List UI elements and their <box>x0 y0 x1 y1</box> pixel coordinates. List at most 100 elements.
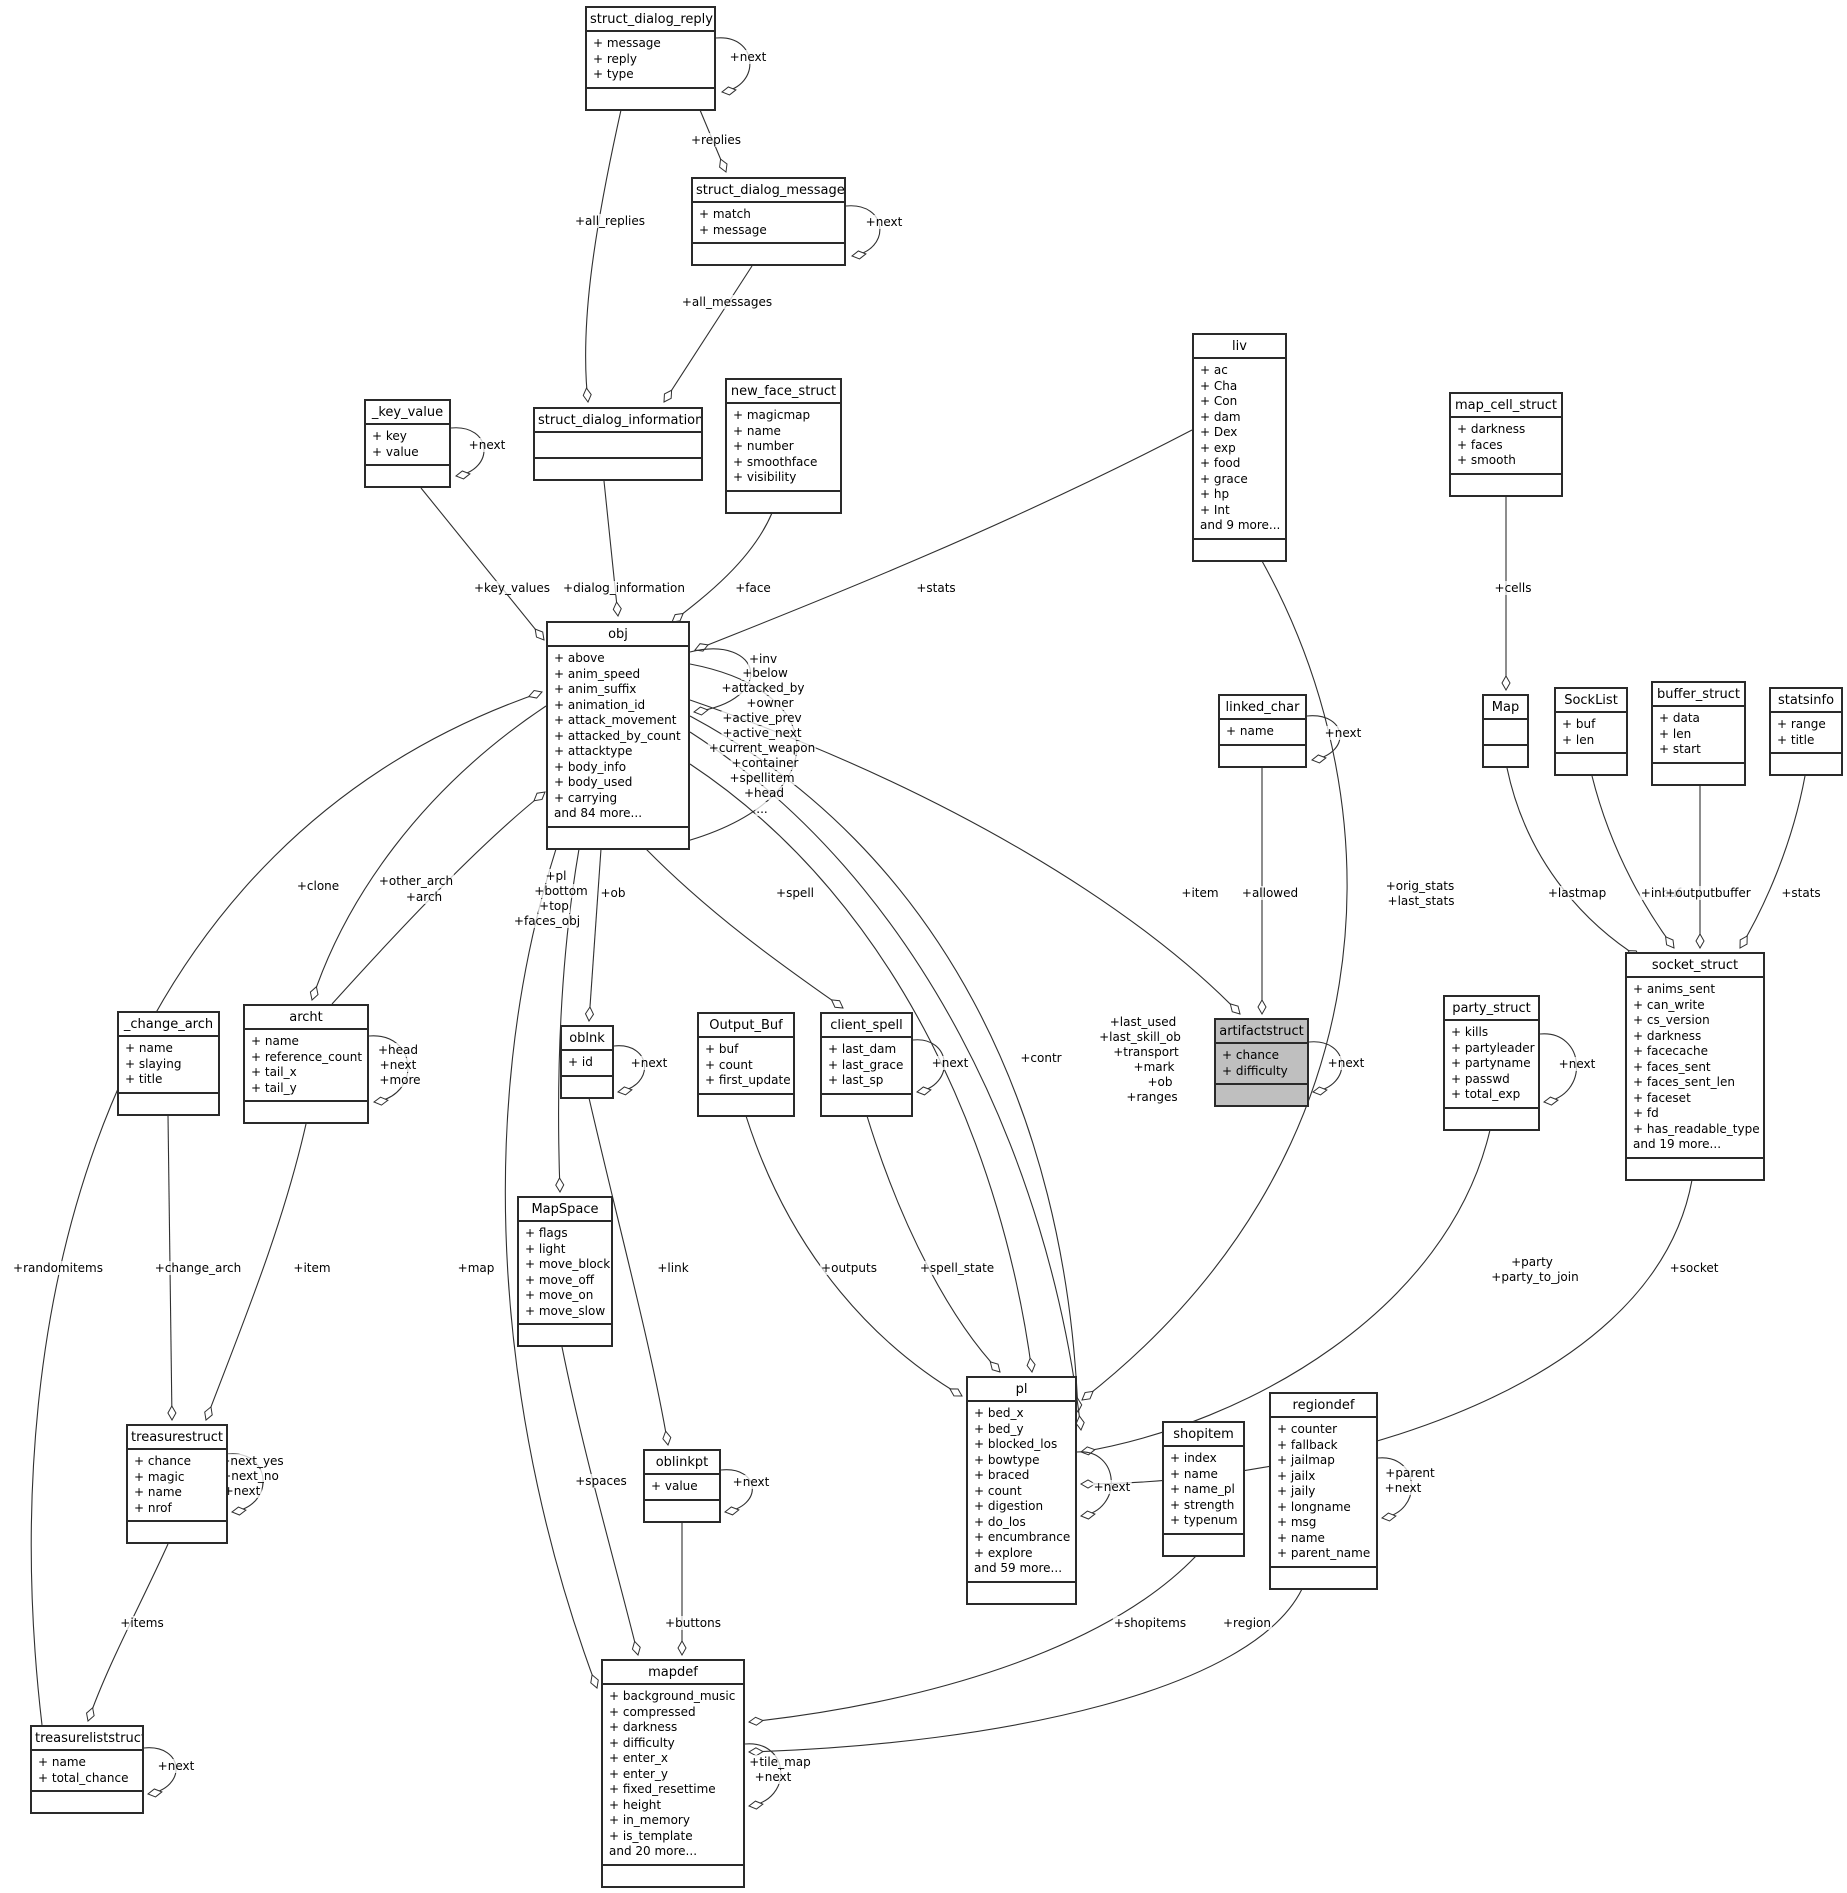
class-methods-compartment <box>519 1325 611 1345</box>
class-member: + has_readable_type <box>1633 1121 1760 1136</box>
class-node-socket_struct[interactable]: socket_struct+ anims_sent+ can_write+ cs… <box>1625 952 1765 1181</box>
class-node-Map[interactable]: Map <box>1482 694 1529 768</box>
class-member: + digestion <box>974 1499 1044 1513</box>
class-node-oblinkpt[interactable]: oblinkpt+ value <box>643 1449 721 1523</box>
class-node-MapSpace[interactable]: MapSpace+ flags+ light+ move_block+ move… <box>517 1196 613 1347</box>
class-title: client_spell <box>822 1014 911 1038</box>
edge-line <box>1080 1129 1491 1456</box>
class-node-regiondef[interactable]: regiondef+ counter+ fallback+ jailmap+ j… <box>1269 1392 1378 1590</box>
edge-line <box>866 1115 1001 1373</box>
class-node-Output_Buf[interactable]: Output_Buf+ buf+ count+ first_update <box>697 1012 795 1117</box>
edge-label: +owner <box>745 696 795 710</box>
class-member: + strength <box>1170 1497 1235 1512</box>
edge-label: +next <box>467 438 507 452</box>
class-node-struct_dialog_reply[interactable]: struct_dialog_reply+ message+ reply+ typ… <box>585 6 716 111</box>
edge-label: +parent <box>1384 1466 1436 1480</box>
edge-label: ... <box>755 802 769 816</box>
edge-label: +dialog_information <box>562 581 686 595</box>
class-node-buffer_struct[interactable]: buffer_struct+ data+ len+ start <box>1651 681 1746 786</box>
edge-label: +party_to_join <box>1490 1270 1580 1284</box>
edge-label: +head <box>742 786 786 800</box>
class-member: + name <box>1277 1530 1325 1545</box>
class-node-shopitem[interactable]: shopitem+ index+ name+ name_pl+ strength… <box>1162 1421 1245 1557</box>
class-node-archt[interactable]: archt+ name+ reference_count+ tail_x+ ta… <box>243 1004 369 1124</box>
class-member: + body_info <box>554 759 627 774</box>
edge-line <box>561 1346 641 1656</box>
class-member: + name <box>251 1034 299 1048</box>
class-member-list: + kills+ partyleader+ partyname+ passwd+… <box>1445 1021 1538 1109</box>
class-node-obj[interactable]: obj+ above+ anim_speed+ anim_suffix+ ani… <box>546 621 690 850</box>
class-member: + jaily <box>1277 1484 1316 1498</box>
edge-label: +ranges <box>1125 1090 1179 1104</box>
class-member: + encumbrance <box>974 1530 1071 1544</box>
class-member-list: + key+ value <box>366 425 449 466</box>
edge-line <box>1081 560 1348 1401</box>
class-node-statsinfo[interactable]: statsinfo+ range+ title <box>1769 687 1843 776</box>
edge-label: +next <box>378 1058 418 1072</box>
edge-label: +change_arch <box>153 1261 243 1275</box>
class-node-new_face_struct[interactable]: new_face_struct+ magicmap+ name+ number+… <box>725 378 842 514</box>
class-title: shopitem <box>1164 1423 1243 1447</box>
class-node-party_struct[interactable]: party_struct+ kills+ partyleader+ partyn… <box>1443 995 1540 1131</box>
class-member: + msg <box>1277 1515 1317 1529</box>
class-member: + difficulty <box>1222 1063 1288 1078</box>
edge-label: +outputbuffer <box>1664 886 1752 900</box>
class-member-list: + name+ reference_count+ tail_x+ tail_y <box>245 1030 367 1102</box>
class-title: artifactstruct <box>1216 1020 1307 1044</box>
class-node-pl[interactable]: pl+ bed_x+ bed_y+ blocked_los+ bowtype+ … <box>966 1376 1077 1605</box>
edge-label: +next <box>728 50 768 64</box>
class-methods-compartment <box>562 1077 612 1097</box>
class-member-list: + value <box>645 1475 719 1501</box>
edge-label: +allowed <box>1240 886 1300 900</box>
edge-label: +container <box>730 756 800 770</box>
edge-line <box>588 1097 672 1446</box>
class-member-list: + name <box>1220 720 1305 746</box>
class-member: + jailx <box>1277 1468 1316 1483</box>
class-node-map_cell_struct[interactable]: map_cell_struct+ darkness+ faces+ smooth <box>1449 392 1563 497</box>
class-node-struct_dialog_information[interactable]: struct_dialog_information <box>533 407 703 481</box>
class-node-struct_dialog_message[interactable]: struct_dialog_message+ match+ message <box>691 177 846 266</box>
class-node-linked_char[interactable]: linked_char+ name <box>1218 694 1307 768</box>
class-member: + data <box>1659 711 1700 725</box>
class-node-_change_arch[interactable]: _change_arch+ name+ slaying+ title <box>117 1011 220 1116</box>
class-member: + anim_suffix <box>554 682 637 696</box>
class-node-_key_value[interactable]: _key_value+ key+ value <box>364 399 451 488</box>
class-node-liv[interactable]: liv+ ac+ Cha+ Con+ dam+ Dex+ exp+ food+ … <box>1192 333 1287 562</box>
class-methods-compartment <box>1653 764 1744 784</box>
edge-line <box>663 265 753 403</box>
class-member: + Cha <box>1200 378 1238 393</box>
class-member: + darkness <box>609 1720 678 1734</box>
class-methods-compartment <box>1771 754 1841 774</box>
class-member: + first_update <box>705 1073 791 1087</box>
class-member: + name_pl <box>1170 1482 1235 1496</box>
class-methods-compartment <box>548 828 688 848</box>
class-member-more: and 9 more... <box>1200 518 1281 532</box>
class-node-SockList[interactable]: SockList+ buf+ len <box>1554 687 1628 776</box>
class-member-list: + chance+ difficulty <box>1216 1044 1307 1085</box>
edge-label: +faces_obj <box>512 914 582 928</box>
class-node-treasureliststruct[interactable]: treasureliststruct+ name+ total_chance <box>30 1725 144 1814</box>
edge-label: +below <box>741 666 789 680</box>
class-member: + message <box>699 222 767 237</box>
class-methods-compartment <box>699 1095 793 1115</box>
class-member: + id <box>568 1055 593 1069</box>
class-node-artifactstruct[interactable]: artifactstruct+ chance+ difficulty <box>1214 1018 1309 1107</box>
class-methods-compartment <box>1220 746 1305 766</box>
class-member: + match <box>699 207 751 221</box>
class-member: + move_block <box>525 1257 611 1271</box>
class-methods-compartment <box>245 1102 367 1122</box>
edge-label: +last_skill_ob <box>1098 1030 1182 1044</box>
class-member: + bowtype <box>974 1452 1040 1467</box>
class-member: + move_slow <box>525 1303 606 1318</box>
edge-label: +ob <box>599 886 627 900</box>
class-node-treasurestruct[interactable]: treasurestruct+ chance+ magic+ name+ nro… <box>126 1424 228 1544</box>
class-member: + body_used <box>554 775 633 789</box>
class-title: struct_dialog_information <box>535 409 701 433</box>
class-member: + chance <box>1222 1048 1280 1062</box>
class-member: + name <box>134 1485 182 1499</box>
class-member: + Dex <box>1200 425 1238 439</box>
edge-label: +attacked_by <box>720 681 806 695</box>
class-node-oblnk[interactable]: oblnk+ id <box>560 1025 614 1099</box>
class-node-mapdef[interactable]: mapdef+ background_music+ compressed+ da… <box>601 1659 745 1888</box>
class-node-client_spell[interactable]: client_spell+ last_dam+ last_grace+ last… <box>820 1012 913 1117</box>
